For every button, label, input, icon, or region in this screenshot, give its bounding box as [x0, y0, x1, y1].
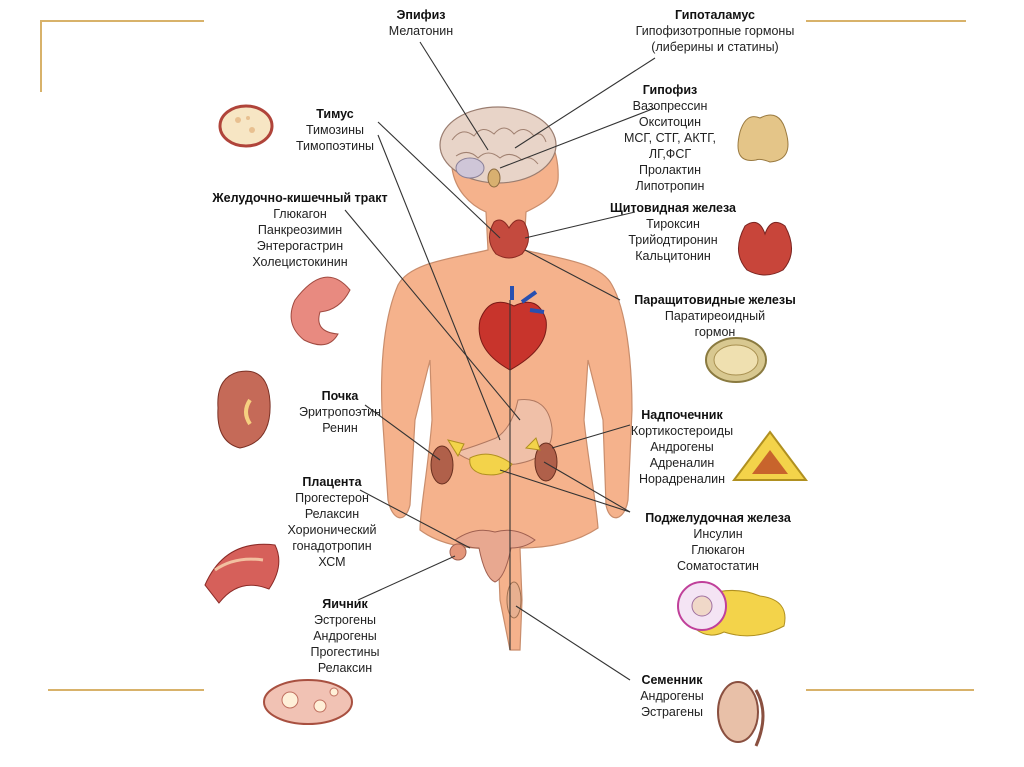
- hormone-text: Липотропин: [610, 178, 730, 194]
- hormone-text: Андрогены: [612, 439, 752, 455]
- hormone-text: (либерины и статины): [615, 39, 815, 55]
- hormone-text: Релаксин: [272, 506, 392, 522]
- label-pancreas: Поджелудочная железа Инсулин Глюкагон Со…: [628, 510, 808, 574]
- thymus-illustration: [220, 106, 272, 146]
- label-epiphysis: Эпифиз Мелатонин: [366, 7, 476, 39]
- kidney-illustration: [218, 371, 270, 448]
- pituitary-illustration: [738, 115, 788, 162]
- label-placenta: Плацента Прогестерон Релаксин Хорионичес…: [272, 474, 392, 570]
- testis-illustration: [718, 682, 763, 746]
- hormone-text: Глюкагон: [628, 542, 808, 558]
- hormone-text: Кортикостероиды: [612, 423, 752, 439]
- label-title: Надпочечник: [612, 407, 752, 423]
- hormone-text: Трийодтиронин: [598, 232, 748, 248]
- hormone-text: Кальцитонин: [598, 248, 748, 264]
- label-ovary: Яичник Эстрогены Андрогены Прогестины Ре…: [290, 596, 400, 676]
- hormone-text: Паратиреоидный: [620, 308, 810, 324]
- hormone-text: Окситоцин: [610, 114, 730, 130]
- placenta-illustration: [205, 544, 279, 603]
- label-adrenal: Надпочечник Кортикостероиды Андрогены Ад…: [612, 407, 752, 487]
- hormone-text: Адреналин: [612, 455, 752, 471]
- label-title: Эпифиз: [366, 7, 476, 23]
- gi-illustration: [291, 277, 350, 345]
- hormone-text: Тироксин: [598, 216, 748, 232]
- hormone-text: МСГ, СТГ, АКТГ,: [610, 130, 730, 146]
- label-title: Плацента: [272, 474, 392, 490]
- label-title: Гипофиз: [610, 82, 730, 98]
- ovary-illustration: [264, 680, 352, 724]
- hormone-text: Ренин: [280, 420, 400, 436]
- hormone-text: гонадотропин: [272, 538, 392, 554]
- label-title: Гипоталамус: [615, 7, 815, 23]
- label-title: Почка: [280, 388, 400, 404]
- hormone-text: ХСМ: [272, 554, 392, 570]
- hormone-text: Тимозины: [280, 122, 390, 138]
- label-testis: Семенник Андрогены Эстрагены: [622, 672, 722, 720]
- hormone-text: Мелатонин: [366, 23, 476, 39]
- pancreas-illustration: [678, 582, 785, 636]
- hormone-text: Прогестерон: [272, 490, 392, 506]
- hormone-text: Андрогены: [622, 688, 722, 704]
- label-parathyroid: Паращитовидные железы Паратиреоидный гор…: [620, 292, 810, 340]
- hormone-text: Глюкагон: [200, 206, 400, 222]
- hormone-text: Эстрагены: [622, 704, 722, 720]
- hormone-text: Релаксин: [290, 660, 400, 676]
- body-silhouette: [382, 108, 632, 650]
- hormone-text: Андрогены: [290, 628, 400, 644]
- hormone-text: Гипофизотропные гормоны: [615, 23, 815, 39]
- hormone-text: Вазопрессин: [610, 98, 730, 114]
- hormone-text: ЛГ,ФСГ: [610, 146, 730, 162]
- label-pituitary: Гипофиз Вазопрессин Окситоцин МСГ, СТГ, …: [610, 82, 730, 194]
- hormone-text: Хорионический: [272, 522, 392, 538]
- label-title: Поджелудочная железа: [628, 510, 808, 526]
- label-title: Яичник: [290, 596, 400, 612]
- hormone-text: гормон: [620, 324, 810, 340]
- hormone-text: Холецистокинин: [200, 254, 400, 270]
- label-kidney: Почка Эритропоэтин Ренин: [280, 388, 400, 436]
- label-gi-tract: Желудочно-кишечный тракт Глюкагон Панкре…: [200, 190, 400, 270]
- hormone-text: Эритропоэтин: [280, 404, 400, 420]
- label-title: Тимус: [280, 106, 390, 122]
- hormone-text: Панкреозимин: [200, 222, 400, 238]
- label-title: Семенник: [622, 672, 722, 688]
- hormone-text: Норадреналин: [612, 471, 752, 487]
- hormone-text: Тимопоэтины: [280, 138, 390, 154]
- parathyroid-illustration: [706, 338, 766, 382]
- hormone-text: Пролактин: [610, 162, 730, 178]
- testis-on-body: [507, 582, 521, 618]
- hormone-text: Соматостатин: [628, 558, 808, 574]
- label-thyroid: Щитовидная железа Тироксин Трийодтиронин…: [598, 200, 748, 264]
- hormone-text: Эстрогены: [290, 612, 400, 628]
- label-title: Щитовидная железа: [598, 200, 748, 216]
- label-thymus: Тимус Тимозины Тимопоэтины: [280, 106, 390, 154]
- hormone-text: Прогестины: [290, 644, 400, 660]
- label-title: Паращитовидные железы: [620, 292, 810, 308]
- uterus: [455, 530, 535, 582]
- label-hypothalamus: Гипоталамус Гипофизотропные гормоны (либ…: [615, 7, 815, 55]
- kidney-left-on-body: [431, 446, 453, 484]
- hormone-text: Инсулин: [628, 526, 808, 542]
- label-title: Желудочно-кишечный тракт: [200, 190, 400, 206]
- hormone-text: Энтерогастрин: [200, 238, 400, 254]
